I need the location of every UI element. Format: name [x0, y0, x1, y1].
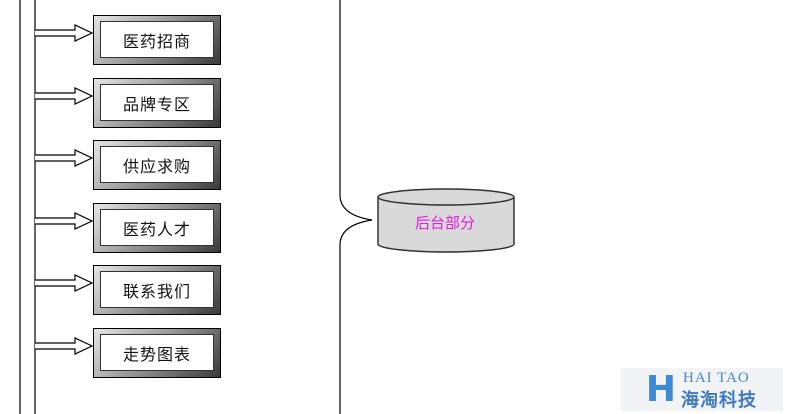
module-label: 医药招商	[100, 21, 214, 58]
module-box: 供应求购	[93, 140, 221, 190]
module-label: 品牌专区	[100, 84, 214, 121]
brace	[339, 0, 373, 414]
hollow-arrow	[35, 274, 94, 292]
watermark-chinese: 海淘科技	[681, 390, 757, 411]
hollow-arrow	[35, 337, 94, 355]
module-box: 医药人才	[93, 203, 221, 253]
hollow-arrow	[35, 24, 94, 42]
hollow-arrow	[35, 87, 94, 105]
hollow-arrow	[35, 149, 94, 167]
module-label: 供应求购	[100, 146, 214, 183]
module-box: 医药招商	[93, 15, 221, 65]
hollow-arrow	[35, 212, 94, 230]
haitao-h-icon: H	[645, 369, 677, 410]
module-label: 联系我们	[100, 271, 214, 308]
module-box: 品牌专区	[93, 78, 221, 128]
arrow-group	[35, 24, 94, 355]
module-box: 走势图表	[93, 328, 221, 378]
backend-database-icon	[377, 188, 515, 253]
haitao-watermark-logo: H HAI TAO 海淘科技	[621, 368, 783, 411]
backend-label: 后台部分	[414, 214, 475, 232]
module-label: 医药人才	[100, 209, 214, 246]
watermark-english: HAI TAO	[683, 370, 750, 386]
module-box: 联系我们	[93, 265, 221, 315]
module-label: 走势图表	[100, 334, 214, 371]
